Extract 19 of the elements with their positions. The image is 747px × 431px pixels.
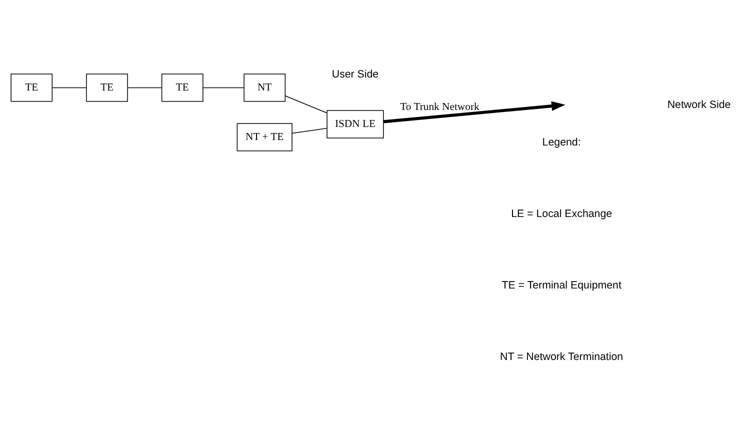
label: Legend: — [542, 136, 581, 148]
node-box: ISDN LE — [326, 110, 384, 138]
label: NT = Network Termination — [500, 350, 624, 363]
label: TE = Terminal Equipment — [502, 278, 622, 291]
label: Network Side — [667, 98, 731, 111]
arrow — [383, 100, 566, 123]
node-box: NT + TE — [236, 122, 292, 151]
node-box: TE — [161, 73, 204, 102]
connector — [285, 95, 328, 113]
connector — [202, 86, 244, 88]
connector — [292, 127, 328, 134]
node-box: TE — [86, 73, 128, 102]
label: LE = Local Exchange — [511, 207, 612, 220]
connector — [52, 86, 87, 88]
edge-label: To Trunk Network — [400, 101, 480, 112]
node-box: NT — [244, 73, 286, 102]
label: User Side — [332, 68, 379, 80]
node-box: TE — [10, 73, 53, 102]
connector — [127, 86, 162, 88]
